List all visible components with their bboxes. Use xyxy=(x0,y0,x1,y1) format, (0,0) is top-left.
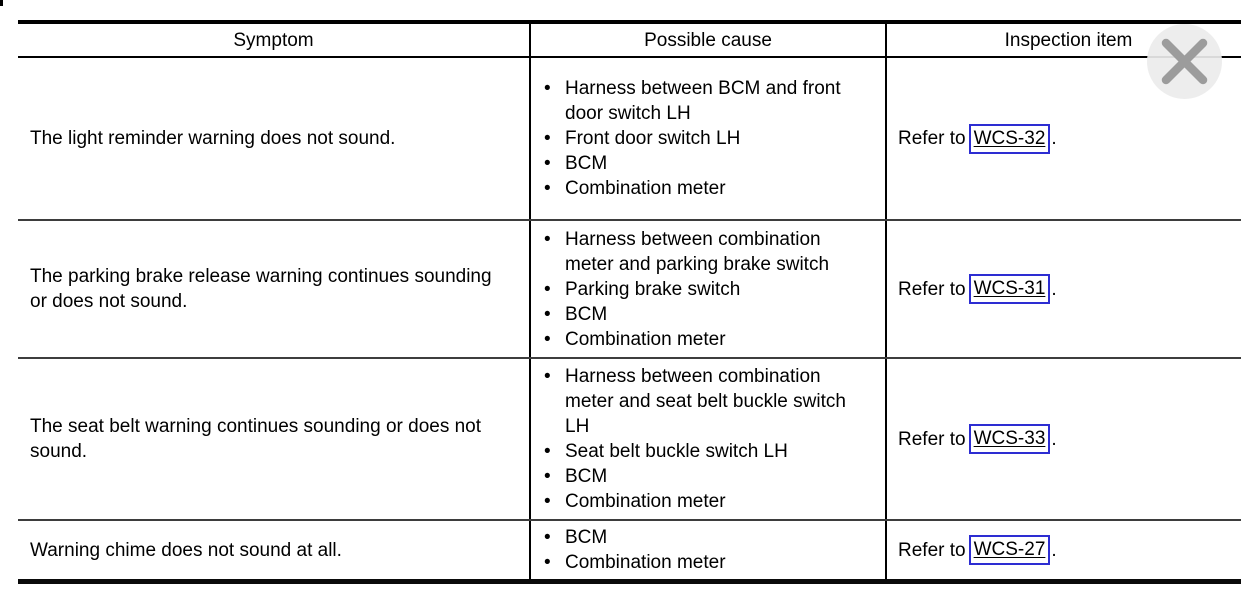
cause-item: • Combination meter xyxy=(544,327,879,352)
bullet-icon: • xyxy=(544,153,551,174)
cause-item: • Harness between BCM and front door swi… xyxy=(544,76,879,126)
cause-item: • BCM xyxy=(544,302,879,327)
corner-artifact xyxy=(0,0,3,6)
refer-prefix: Refer to xyxy=(898,128,966,149)
cause-text: Seat belt buckle switch LH xyxy=(565,441,788,462)
cause-item: • Combination meter xyxy=(544,550,879,575)
refer-prefix: Refer to xyxy=(898,539,966,561)
close-icon xyxy=(1161,38,1208,85)
cause-item: • BCM xyxy=(544,464,879,489)
cause-text: BCM xyxy=(565,303,608,325)
column-header-possible-cause: Possible cause xyxy=(531,24,887,56)
cause-text: Harness between combination meter and pa… xyxy=(565,228,830,275)
possible-cause-cell: • Harness between combination meter and … xyxy=(531,221,887,357)
possible-cause-cell: • Harness between BCM and front door swi… xyxy=(531,58,887,219)
table-header-row: Symptom Possible cause Inspection item xyxy=(18,24,1241,58)
refer-prefix: Refer to xyxy=(898,428,966,450)
cause-item: • BCM xyxy=(544,525,879,550)
bullet-icon: • xyxy=(544,491,551,512)
possible-cause-cell: • BCM • Combination meter xyxy=(531,521,887,579)
bullet-icon: • xyxy=(544,228,551,250)
cause-text: Combination meter xyxy=(565,178,726,199)
cause-text: Combination meter xyxy=(565,552,726,573)
inspection-item-cell: Refer to WCS-27 . xyxy=(887,521,1241,579)
bullet-icon: • xyxy=(544,178,551,199)
table-row: The parking brake release warning contin… xyxy=(18,221,1241,359)
wcs-reference-link[interactable]: WCS-32 xyxy=(968,123,1051,154)
table-row: The seat belt warning continues sounding… xyxy=(18,359,1241,521)
symptom-diagnosis-table: Symptom Possible cause Inspection item T… xyxy=(18,20,1241,584)
cause-item: • Seat belt buckle switch LH xyxy=(544,439,879,464)
column-header-inspection-item: Inspection item xyxy=(887,24,1241,56)
bullet-icon: • xyxy=(544,441,551,462)
cause-list: • BCM • Combination meter xyxy=(544,525,879,575)
column-header-label: Possible cause xyxy=(644,29,772,51)
close-button[interactable] xyxy=(1147,24,1222,99)
bullet-icon: • xyxy=(544,78,551,99)
table-row: Warning chime does not sound at all. • B… xyxy=(18,521,1241,579)
symptom-text: The seat belt warning continues sounding… xyxy=(30,416,482,462)
refer-line: Refer to WCS-32 . xyxy=(898,123,1057,154)
cause-text: Harness between combination meter and se… xyxy=(565,366,846,437)
cause-item: • Harness between combination meter and … xyxy=(544,227,879,277)
cause-text: Harness between BCM and front door switc… xyxy=(565,78,841,124)
cause-text: Combination meter xyxy=(565,491,726,512)
refer-prefix: Refer to xyxy=(898,278,966,300)
possible-cause-cell: • Harness between combination meter and … xyxy=(531,359,887,519)
symptom-cell: The light reminder warning does not soun… xyxy=(18,58,531,219)
column-header-symptom: Symptom xyxy=(18,24,531,56)
column-header-label: Inspection item xyxy=(1004,29,1133,51)
cause-item: • Combination meter xyxy=(544,176,879,201)
inspection-item-cell: Refer to WCS-32 . xyxy=(887,58,1241,219)
cause-text: BCM xyxy=(565,527,608,548)
bullet-icon: • xyxy=(544,303,551,325)
symptom-cell: The parking brake release warning contin… xyxy=(18,221,531,357)
symptom-cell: The seat belt warning continues sounding… xyxy=(18,359,531,519)
wcs-reference-link[interactable]: WCS-31 xyxy=(968,274,1051,304)
cause-item: • Combination meter xyxy=(544,489,879,514)
symptom-text: The light reminder warning does not soun… xyxy=(30,128,396,149)
refer-line: Refer to WCS-31 . xyxy=(898,274,1057,304)
cause-item: • BCM xyxy=(544,151,879,176)
cause-text: Combination meter xyxy=(565,328,726,350)
inspection-item-cell: Refer to WCS-31 . xyxy=(887,221,1241,357)
refer-suffix: . xyxy=(1051,128,1057,149)
bullet-icon: • xyxy=(544,552,551,573)
cause-list: • Harness between combination meter and … xyxy=(544,227,879,352)
bullet-icon: • xyxy=(544,366,551,387)
symptom-text: The parking brake release warning contin… xyxy=(30,266,492,312)
cause-text: BCM xyxy=(565,466,608,487)
bullet-icon: • xyxy=(544,466,551,487)
refer-line: Refer to WCS-33 . xyxy=(898,424,1057,454)
symptom-text: Warning chime does not sound at all. xyxy=(30,539,342,561)
cause-item: • Harness between combination meter and … xyxy=(544,364,879,439)
bullet-icon: • xyxy=(544,128,551,149)
wcs-reference-link[interactable]: WCS-33 xyxy=(968,424,1051,454)
column-header-label: Symptom xyxy=(233,29,314,51)
inspection-item-cell: Refer to WCS-33 . xyxy=(887,359,1241,519)
cause-list: • Harness between BCM and front door swi… xyxy=(544,76,879,201)
cause-item: • Parking brake switch xyxy=(544,277,879,302)
cause-list: • Harness between combination meter and … xyxy=(544,364,879,514)
cause-item: • Front door switch LH xyxy=(544,126,879,151)
refer-suffix: . xyxy=(1051,278,1057,300)
refer-line: Refer to WCS-27 . xyxy=(898,535,1057,565)
table-row: The light reminder warning does not soun… xyxy=(18,58,1241,221)
refer-suffix: . xyxy=(1051,539,1057,561)
symptom-cell: Warning chime does not sound at all. xyxy=(18,521,531,579)
cause-text: Front door switch LH xyxy=(565,128,741,149)
bullet-icon: • xyxy=(544,278,551,300)
bullet-icon: • xyxy=(544,527,551,548)
cause-text: BCM xyxy=(565,153,608,174)
cause-text: Parking brake switch xyxy=(565,278,741,300)
refer-suffix: . xyxy=(1051,428,1057,450)
bullet-icon: • xyxy=(544,328,551,350)
wcs-reference-link[interactable]: WCS-27 xyxy=(968,535,1051,565)
